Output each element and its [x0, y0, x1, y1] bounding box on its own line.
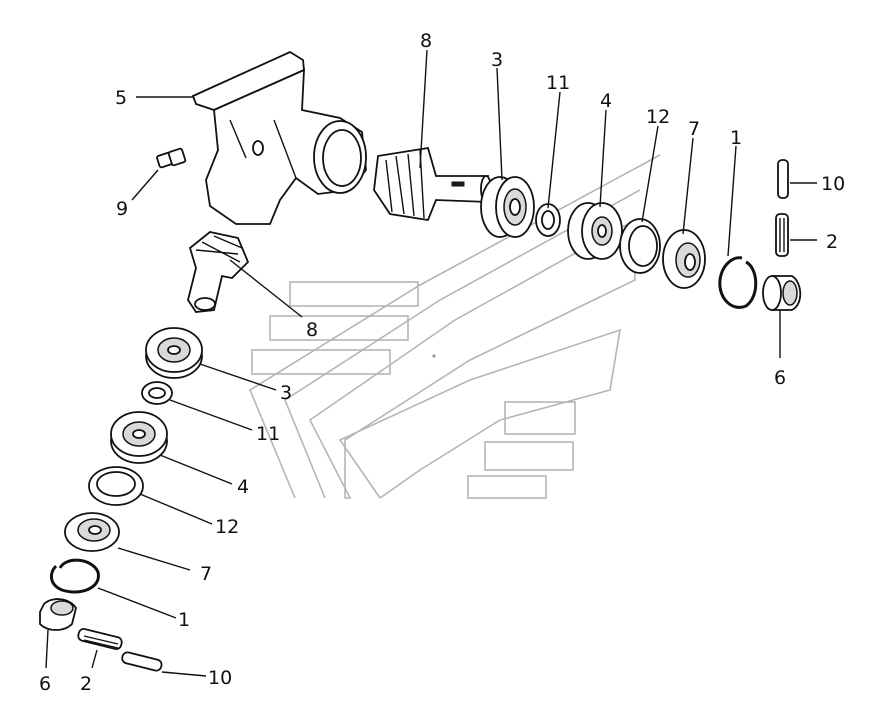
callout-3-lower: 3 [280, 382, 292, 404]
callout-8: 8 [420, 30, 432, 52]
seal-part-11-lower [141, 381, 173, 405]
callout-7-lower: 7 [200, 563, 212, 585]
pin-part-10-lower [121, 651, 163, 672]
bushing-part-6-upper [762, 275, 802, 311]
screw-part-9 [156, 147, 187, 169]
callout-1: 1 [730, 127, 742, 149]
callouts-lower: 8 3 11 4 12 7 1 6 2 10 [39, 319, 318, 695]
snap-ring-part-1-lower [50, 558, 100, 594]
callout-3: 3 [491, 49, 503, 71]
callout-2: 2 [826, 231, 838, 253]
leader-lines [45, 49, 817, 677]
snap-ring-part-1-upper [718, 256, 758, 309]
spring-pin-part-2-lower [77, 628, 123, 650]
callout-1-lower: 1 [178, 609, 190, 631]
callout-11: 11 [546, 72, 570, 94]
bearing-part-3-lower [145, 327, 203, 379]
bearing-part-4-lower [110, 411, 168, 464]
housing-part-5 [191, 50, 367, 225]
callout-11-lower: 11 [256, 423, 280, 445]
callout-5: 5 [115, 87, 127, 109]
ring-part-12-lower [88, 466, 144, 506]
cup-part-7-upper [662, 229, 706, 289]
callout-12: 12 [646, 106, 670, 128]
callout-6: 6 [774, 367, 786, 389]
callout-12-lower: 12 [215, 516, 239, 538]
cup-part-7-lower [64, 512, 120, 552]
bearing-part-3-upper [480, 176, 535, 238]
bushing-part-6-lower [39, 598, 77, 631]
spring-pin-part-2-upper [775, 213, 789, 257]
ring-part-12-upper [619, 218, 661, 274]
callout-10-lower: 10 [208, 667, 232, 689]
callouts-upper: 5 9 8 3 11 4 12 7 1 10 2 6 [115, 30, 845, 389]
callout-4-lower: 4 [237, 476, 249, 498]
pin-part-10-upper [777, 159, 789, 199]
callout-7: 7 [688, 118, 700, 140]
gear-shaft-part-8-lower [187, 231, 250, 313]
callout-6-lower: 6 [39, 673, 51, 695]
callout-8-lower: 8 [306, 319, 318, 341]
bearing-part-4-upper [567, 202, 623, 260]
callout-9: 9 [116, 198, 128, 220]
seal-part-11-upper [535, 203, 561, 237]
callout-4: 4 [600, 90, 612, 112]
callout-2-lower: 2 [80, 673, 92, 695]
callout-10: 10 [821, 173, 845, 195]
gear-shaft-part-8-upper [373, 146, 492, 222]
